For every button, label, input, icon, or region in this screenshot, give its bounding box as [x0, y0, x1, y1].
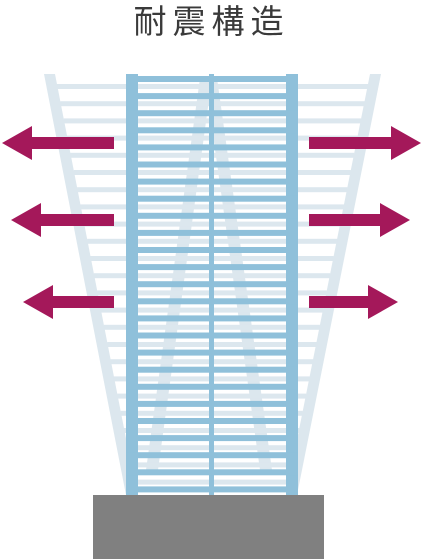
ghost-left-column	[44, 74, 137, 495]
right-arrow-icon	[309, 126, 421, 160]
ghost-right-column	[286, 74, 381, 495]
floor-slab	[126, 298, 298, 305]
floor-slab	[126, 247, 298, 253]
floor-slab	[126, 452, 298, 459]
floor-slab	[126, 315, 298, 322]
floor-slab	[126, 400, 298, 407]
foundation-block	[93, 495, 324, 559]
seismic-force-arrows	[2, 126, 421, 319]
floor-slab	[126, 110, 298, 117]
left-arrow-icon	[2, 126, 114, 160]
floor-slab	[126, 229, 298, 236]
floor-slab	[126, 144, 298, 151]
floor-slab	[126, 383, 298, 390]
floor-slab	[126, 332, 298, 339]
floor-slab	[126, 93, 298, 100]
floor-slab	[126, 76, 298, 82]
floor-slab	[126, 435, 298, 442]
floor-slab	[126, 486, 298, 493]
floor-slab	[126, 212, 298, 219]
left-arrow-icon	[11, 203, 114, 237]
left-arrow-icon	[23, 285, 114, 319]
floor-slab	[126, 264, 298, 271]
floor-slab	[126, 281, 298, 288]
right-arrow-icon	[309, 285, 398, 319]
floor-slab	[126, 195, 298, 202]
floor-slab	[126, 161, 298, 168]
floor-slab	[126, 127, 298, 134]
floor-slab	[126, 469, 298, 476]
floor-slab	[126, 366, 298, 373]
floor-slab	[126, 418, 298, 424]
floor-slab	[126, 349, 298, 356]
diagram-title: 耐震構造	[133, 2, 290, 41]
building-frame	[126, 74, 298, 495]
floor-slab	[126, 178, 298, 185]
right-arrow-icon	[309, 203, 410, 237]
